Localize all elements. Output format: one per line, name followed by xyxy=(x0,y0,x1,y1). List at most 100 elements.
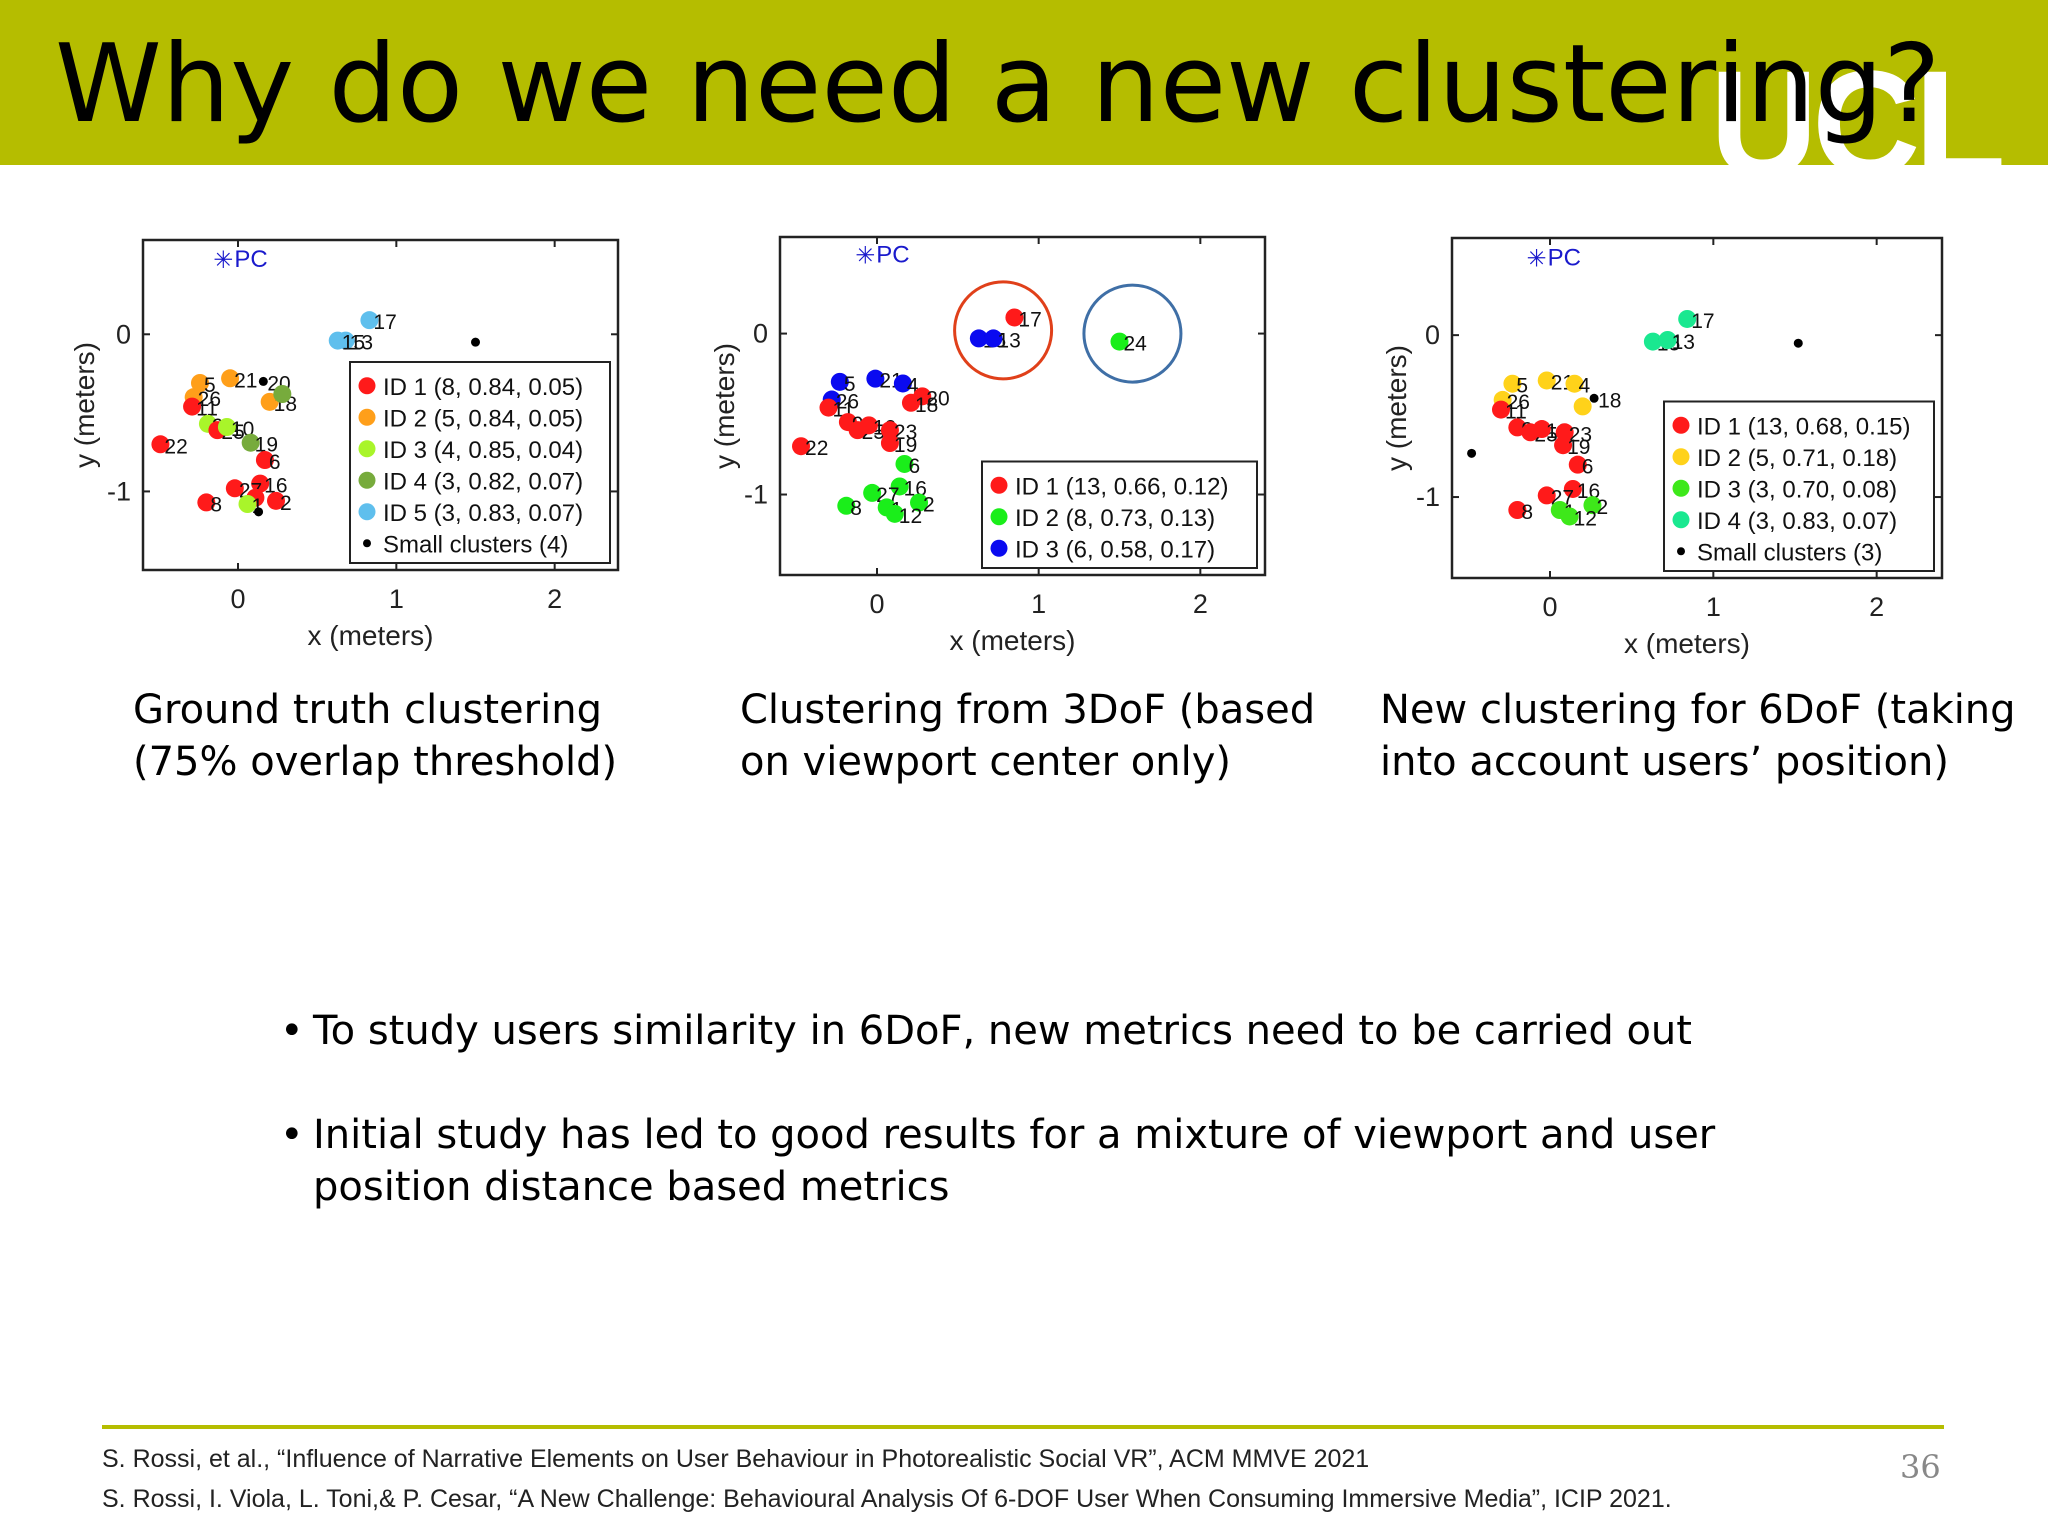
data-point xyxy=(895,454,914,473)
y-tick-label: -1 xyxy=(1416,482,1440,512)
point-label: 6 xyxy=(908,455,920,478)
x-axis-label: x (meters) xyxy=(1624,628,1750,659)
data-point xyxy=(197,493,216,512)
caption-line: into account users’ position) xyxy=(1380,739,1949,785)
x-axis-label: x (meters) xyxy=(308,620,434,651)
point-label: 26 xyxy=(198,388,221,411)
data-point xyxy=(221,369,240,388)
legend-label: ID 2 (5, 0.84, 0.05) xyxy=(383,405,583,432)
bullet-item: Initial study has led to good results fo… xyxy=(280,1109,1753,1213)
legend-marker xyxy=(990,508,1008,526)
data-point xyxy=(255,451,274,469)
data-point xyxy=(863,483,882,502)
point-label: 21 xyxy=(234,369,257,392)
data-point xyxy=(1560,507,1579,526)
legend-box xyxy=(981,460,1258,569)
footer-divider xyxy=(102,1425,1944,1429)
point-label: 8 xyxy=(850,497,862,520)
legend-label: ID 3 (4, 0.85, 0.04) xyxy=(383,437,583,464)
point-label: 8 xyxy=(210,493,222,516)
caption-line: (75% overlap threshold) xyxy=(133,739,618,785)
data-point xyxy=(273,385,292,403)
data-point xyxy=(225,479,244,498)
legend-label: ID 3 (6, 0.58, 0.17) xyxy=(1015,536,1215,563)
reference-2: S. Rossi, I. Viola, L. Toni,& P. Cesar, … xyxy=(102,1485,1672,1513)
pc-marker: ✳ xyxy=(1527,245,1547,272)
legend-label: ID 1 (13, 0.68, 0.15) xyxy=(1697,413,1910,440)
point-label: 13 xyxy=(350,332,373,355)
data-point xyxy=(1005,308,1024,327)
legend-marker xyxy=(358,440,376,458)
point-label: 15 xyxy=(342,332,365,355)
point-label: 11 xyxy=(196,398,218,421)
data-point xyxy=(837,496,856,515)
data-point xyxy=(1492,400,1510,419)
legend-label: ID 4 (3, 0.83, 0.07) xyxy=(1697,508,1897,535)
caption-3dof: Clustering from 3DoF (based on viewport … xyxy=(740,684,1315,788)
data-point xyxy=(1658,331,1677,349)
legend-marker xyxy=(1672,448,1690,466)
caption-6dof: New clustering for 6DoF (taking into acc… xyxy=(1380,684,2016,788)
point-label: 2 xyxy=(280,492,292,515)
legend-label: ID 1 (8, 0.84, 0.05) xyxy=(383,374,583,401)
y-tick-label: 0 xyxy=(1425,320,1440,350)
x-tick-label: 2 xyxy=(1193,589,1208,619)
legend-label: ID 2 (8, 0.73, 0.13) xyxy=(1015,505,1215,532)
caption-line: Clustering from 3DoF (based xyxy=(740,687,1316,733)
point-label: 5 xyxy=(1516,375,1528,398)
point-label: 24 xyxy=(1124,333,1148,356)
legend-label: ID 2 (5, 0.71, 0.18) xyxy=(1697,445,1897,472)
data-point xyxy=(1554,436,1573,455)
data-point xyxy=(1467,448,1477,458)
data-point xyxy=(1532,420,1551,439)
data-point xyxy=(251,474,270,493)
point-label: 1 xyxy=(252,495,264,518)
data-point xyxy=(1563,479,1582,498)
caption-ground-truth: Ground truth clustering (75% overlap thr… xyxy=(133,684,617,788)
data-point xyxy=(183,397,202,416)
cluster-highlight-circle xyxy=(953,280,1054,381)
caption-line: Ground truth clustering xyxy=(133,687,602,733)
point-label: 19 xyxy=(255,434,278,457)
point-label: 22 xyxy=(164,435,187,458)
point-label: 12 xyxy=(899,505,922,528)
data-point xyxy=(254,507,264,517)
x-tick-label: 2 xyxy=(547,584,562,614)
point-label: 8 xyxy=(1521,501,1533,524)
point-label: 20 xyxy=(926,387,949,410)
legend-marker xyxy=(1672,479,1690,497)
data-point xyxy=(1568,455,1587,474)
data-point xyxy=(1537,486,1556,505)
legend-label: ID 4 (3, 0.82, 0.07) xyxy=(383,468,583,495)
point-label: 4 xyxy=(1579,375,1591,398)
data-point xyxy=(267,491,285,510)
data-point xyxy=(830,372,849,391)
legend-marker xyxy=(990,476,1008,494)
point-label: 23 xyxy=(894,421,917,444)
data-point xyxy=(1589,393,1599,403)
data-point xyxy=(1508,501,1527,519)
y-axis-label: y (meters) xyxy=(709,343,740,469)
header-bar: Why do we need a new clustering? UCL xyxy=(0,0,2048,165)
point-label: 11 xyxy=(1505,401,1527,424)
point-label: 6 xyxy=(1582,456,1594,479)
point-label: 26 xyxy=(1507,391,1530,414)
data-point xyxy=(1678,309,1697,328)
x-axis-label: x (meters) xyxy=(950,625,1076,656)
legend-marker xyxy=(363,539,371,548)
legend-box xyxy=(349,361,611,564)
legend-marker xyxy=(358,471,376,489)
point-label: 18 xyxy=(1598,389,1621,412)
y-tick-label: -1 xyxy=(107,476,131,506)
point-label: 2 xyxy=(923,494,935,517)
y-tick-label: 0 xyxy=(116,319,131,349)
data-point xyxy=(890,477,909,496)
y-axis-label: y (meters) xyxy=(1381,345,1412,471)
data-point xyxy=(1583,496,1602,515)
data-point xyxy=(819,398,838,417)
data-point xyxy=(885,504,904,523)
caption-line: New clustering for 6DoF (taking xyxy=(1380,687,2016,733)
point-label: 19 xyxy=(1567,436,1590,459)
